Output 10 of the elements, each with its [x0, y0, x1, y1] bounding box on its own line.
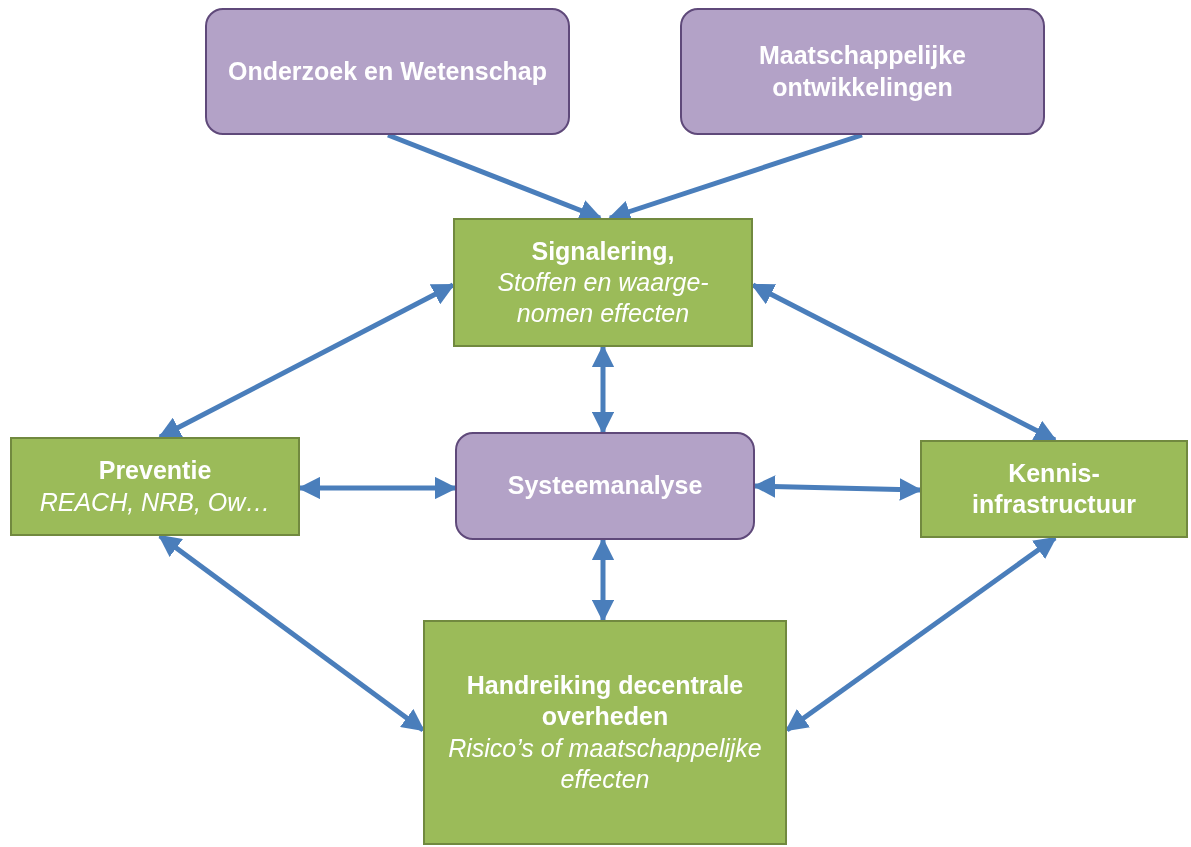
process-box: Kennis- infrastructuur: [920, 440, 1188, 538]
process-box: Signalering, Stoffen en waarge- nomen effecten: [453, 218, 753, 347]
rounded-box: Maatschappelijke ontwikkelingen: [680, 8, 1045, 135]
arrow: [158, 282, 455, 440]
rounded-box: Onderzoek en Wetenschap: [205, 8, 570, 135]
rounded-box: Systeemanalyse: [455, 432, 755, 540]
process-box: Preventie REACH, NRB, Ow…: [10, 437, 300, 536]
arrow: [591, 537, 615, 623]
arrow: [158, 534, 425, 732]
process-box: Handreiking decentrale overheden Risico’s of maatschappelijke effecten: [423, 620, 787, 845]
